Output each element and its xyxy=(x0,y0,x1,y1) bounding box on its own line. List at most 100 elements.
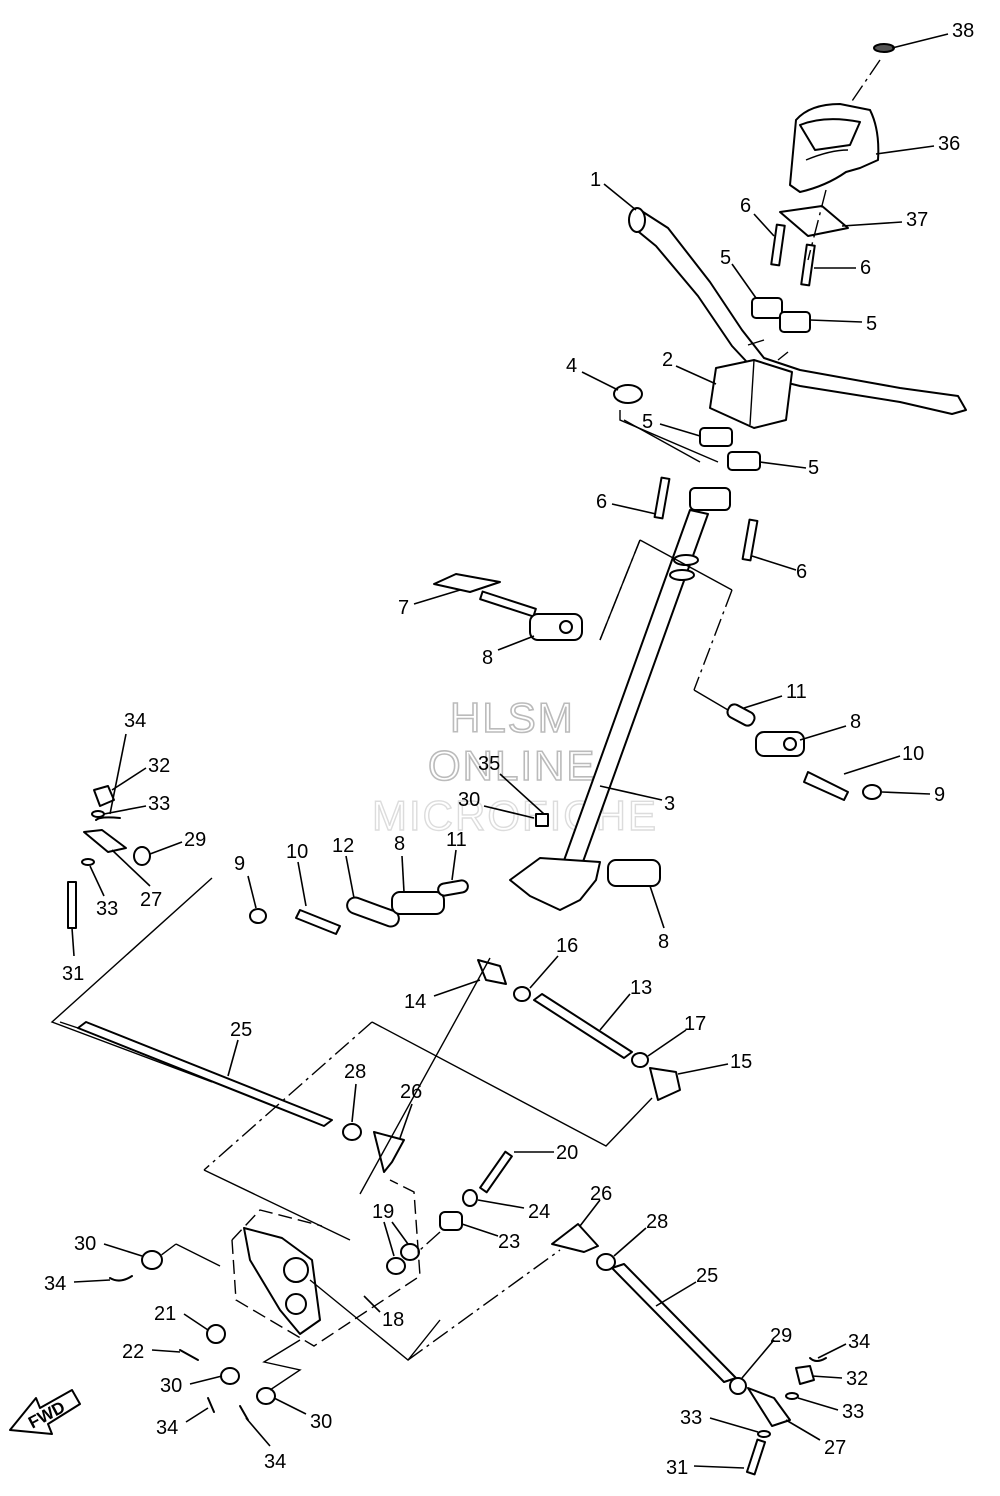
callout-30-bottom-right: 30 xyxy=(310,1411,332,1433)
callout-30-center: 30 xyxy=(458,789,480,811)
callout-33-left-top: 33 xyxy=(148,793,170,815)
callout-31-right: 31 xyxy=(666,1457,688,1479)
assembly-guide-lines xyxy=(50,59,881,1391)
watermark-line-2: ONLINE xyxy=(428,742,596,789)
callout-21: 21 xyxy=(154,1303,176,1325)
part-6-bolt-lower-left xyxy=(653,476,671,520)
callout-30-bottom-left: 30 xyxy=(160,1375,182,1397)
callout-10-right: 10 xyxy=(902,743,924,765)
part-8-joint-right xyxy=(755,731,805,757)
part-30-nut-bottom-right xyxy=(256,1387,276,1405)
callout-26-left: 26 xyxy=(400,1081,422,1103)
callout-15: 15 xyxy=(730,1051,752,1073)
part-20-bolt xyxy=(479,1150,513,1194)
callout-34-bottom-right: 34 xyxy=(264,1451,286,1473)
part-30-nut-bottom-left xyxy=(220,1367,240,1385)
callout-38: 38 xyxy=(952,20,974,42)
callout-9-right: 9 xyxy=(934,784,945,806)
callout-29-left: 29 xyxy=(184,829,206,851)
callout-34-left: 34 xyxy=(124,710,146,732)
part-26-end-left xyxy=(373,1131,405,1173)
callouts: 38 36 37 1 6 6 5 5 2 4 5 5 6 xyxy=(44,20,974,1479)
callout-32-right: 32 xyxy=(846,1368,868,1390)
watermark-line-1: HLSM xyxy=(450,694,575,741)
callout-34-left-lower: 34 xyxy=(44,1273,66,1295)
callout-6-top-left: 6 xyxy=(740,195,751,217)
callout-5-lower-right: 5 xyxy=(808,457,819,479)
part-34-pin-left xyxy=(109,1275,133,1282)
callout-32-left: 32 xyxy=(148,755,170,777)
part-25-tie-rod-left xyxy=(77,1021,333,1127)
part-32-nut-left xyxy=(93,785,115,807)
part-26-end-right xyxy=(551,1223,599,1253)
callout-36: 36 xyxy=(938,133,960,155)
part-2-handlebar-holder xyxy=(709,359,793,429)
part-8-joint-upper xyxy=(529,613,583,641)
part-5-lower-clamp-right xyxy=(727,451,761,471)
callout-1: 1 xyxy=(590,169,601,191)
part-34-pin-bottom-left xyxy=(207,1397,215,1413)
callout-33-right-top: 33 xyxy=(842,1401,864,1423)
part-36-handlebar-cover xyxy=(789,103,880,193)
part-6-bolt-top-right xyxy=(800,243,816,287)
callout-9-left: 9 xyxy=(234,853,245,875)
part-1-handlebar xyxy=(628,207,967,415)
part-6-bolt-top-left xyxy=(770,223,786,267)
part-steering-base xyxy=(509,857,661,911)
callout-14: 14 xyxy=(404,991,426,1013)
part-21-washer xyxy=(206,1324,226,1344)
callout-33-right-bottom: 33 xyxy=(680,1407,702,1429)
callout-8-right: 8 xyxy=(850,711,861,733)
part-30-nut-left xyxy=(141,1250,163,1270)
callout-2: 2 xyxy=(662,349,673,371)
callout-25-right: 25 xyxy=(696,1265,718,1287)
callout-29-right: 29 xyxy=(770,1325,792,1347)
callout-13: 13 xyxy=(630,977,652,999)
part-15-tie-rod-end xyxy=(649,1067,681,1101)
part-12-plate xyxy=(346,896,400,928)
part-30-nut-center xyxy=(535,813,549,827)
part-17-nut xyxy=(631,1052,649,1068)
callout-22: 22 xyxy=(122,1341,144,1363)
callout-19: 19 xyxy=(372,1201,394,1223)
part-11-sleeve-left xyxy=(437,879,469,897)
part-19-bushing-a xyxy=(386,1257,406,1275)
part-19-bushing-b xyxy=(400,1243,420,1261)
callout-6-top-right: 6 xyxy=(860,257,871,279)
callout-27-left: 27 xyxy=(140,889,162,911)
part-column-joint xyxy=(689,487,731,511)
callout-12: 12 xyxy=(332,835,354,857)
part-29-nut-right xyxy=(729,1377,747,1395)
callout-4: 4 xyxy=(566,355,577,377)
callout-25-left: 25 xyxy=(230,1019,252,1041)
part-11-sleeve-right xyxy=(726,703,756,727)
callout-5-upper-left: 5 xyxy=(720,247,731,269)
part-27-ball-joint-right xyxy=(747,1387,791,1427)
part-10-link-right xyxy=(803,771,849,801)
callout-11-right: 11 xyxy=(786,681,807,703)
callout-11-left: 11 xyxy=(446,829,467,851)
part-8-joint-left xyxy=(391,891,445,915)
callout-16: 16 xyxy=(556,935,578,957)
part-38-nut xyxy=(873,43,895,53)
callout-8-lower-right: 8 xyxy=(658,931,669,953)
part-32-nut-right xyxy=(795,1365,815,1385)
part-31-bolt-right xyxy=(745,1438,767,1476)
fwd-arrow-icon: FWD xyxy=(9,1389,81,1435)
part-28-nut-right xyxy=(596,1253,616,1271)
part-5-lower-clamp-left xyxy=(699,427,733,447)
callout-20: 20 xyxy=(556,1142,578,1164)
part-29-nut-left xyxy=(133,846,151,866)
part-6-bolt-lower-right xyxy=(741,518,759,562)
part-7-bolt xyxy=(433,573,537,618)
callout-24: 24 xyxy=(528,1201,550,1223)
part-9-nut-right xyxy=(862,784,882,800)
part-28-nut-left xyxy=(342,1123,362,1141)
callout-33-left-bottom: 33 xyxy=(96,898,118,920)
watermark: HLSM ONLINE MICROFICHE xyxy=(371,693,656,840)
callout-34-bottom-left: 34 xyxy=(156,1417,178,1439)
callout-30-left: 30 xyxy=(74,1233,96,1255)
callout-8-left: 8 xyxy=(394,833,405,855)
callout-7: 7 xyxy=(398,597,409,619)
